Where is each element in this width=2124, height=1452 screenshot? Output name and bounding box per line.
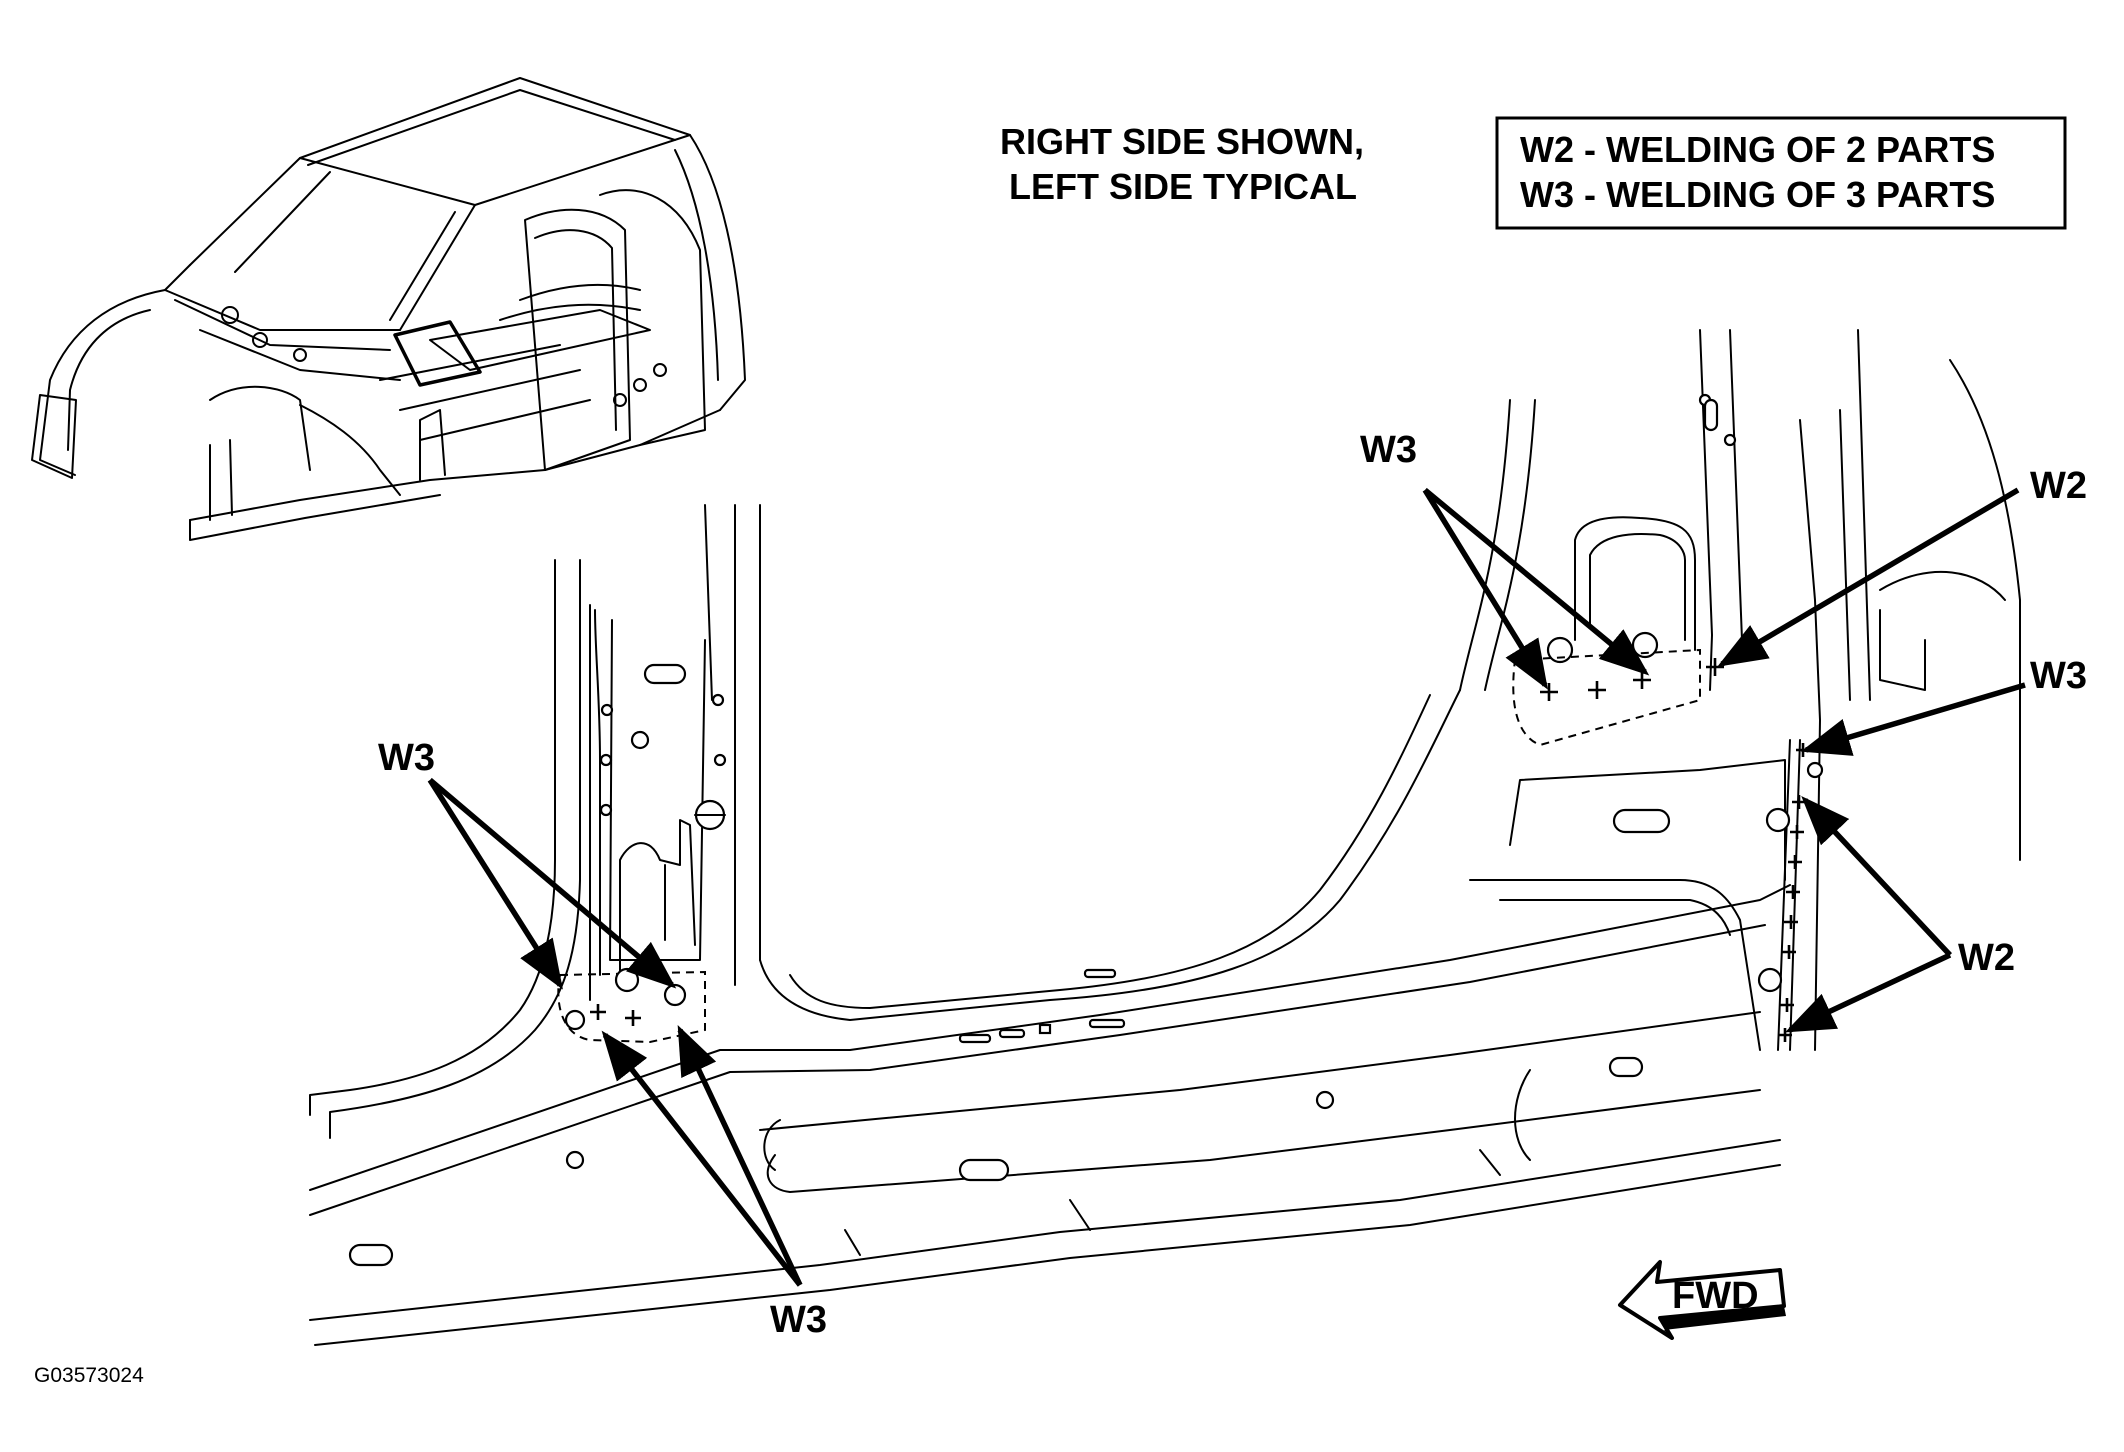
- callout-arrows: [427, 487, 2026, 1287]
- legend-line-1: W2 - WELDING OF 2 PARTS: [1520, 129, 1995, 170]
- weld-legend: W2 - WELDING OF 2 PARTS W3 - WELDING OF …: [1495, 116, 2067, 230]
- cab-side-sill-closeup: [309, 329, 2021, 1346]
- cab-body-overview: [31, 77, 746, 541]
- legend-line-2: W3 - WELDING OF 3 PARTS: [1520, 174, 1995, 215]
- callout-w3-rear-right: W3: [2030, 655, 2087, 697]
- callout-w2-rear-top: W2: [2030, 465, 2087, 507]
- callout-w3-rear-pillar: W3: [1360, 429, 1417, 471]
- callout-w3-b-pillar-upper: W3: [378, 737, 435, 779]
- note-line-2: LEFT SIDE TYPICAL: [1009, 166, 1357, 207]
- callout-w3-b-pillar-lower: W3: [770, 1299, 827, 1341]
- figure-id: G03573024: [34, 1364, 144, 1387]
- callout-w2-rear-right: W2: [1958, 937, 2015, 979]
- note-line-1: RIGHT SIDE SHOWN,: [1000, 121, 1364, 162]
- fwd-arrow: FWD: [1618, 1260, 1786, 1340]
- fwd-label: FWD: [1672, 1275, 1759, 1317]
